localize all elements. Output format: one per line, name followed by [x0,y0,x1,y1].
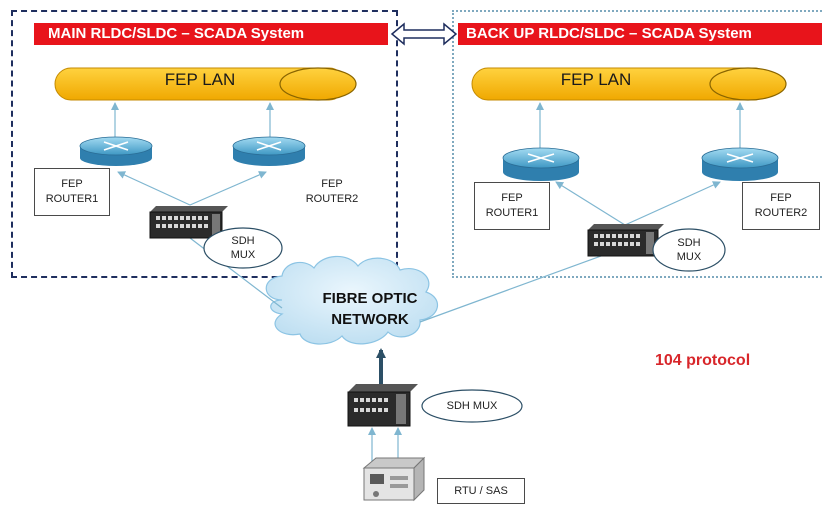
backup-site-title: BACK UP RLDC/SLDC – SCADA System [458,23,822,45]
fibre-optic-network-label-line2: NETWORK [331,311,409,328]
backup-router1-label: FEP ROUTER1 [474,182,550,230]
main-site-boundary [11,10,398,278]
site-sync-arrow [390,22,458,46]
backup-mux-label-line2: MUX [676,251,702,263]
backup-mux-label-line1: SDH [677,237,701,249]
rtu-mux-links [368,427,402,462]
backup-router2-label-line1: FEP [770,192,792,204]
main-fep-lan [54,67,357,101]
backup-site-boundary [452,10,822,278]
router-lan-links [111,102,744,150]
protocol-label: 104 protocol [655,352,751,369]
fibre-optic-network-label-line1: FIBRE OPTIC [322,290,418,307]
backup-fep-lan [471,67,787,101]
main-router1-label-line2: ROUTER1 [45,193,99,205]
main-mux-label-line1: SDH [231,235,255,247]
main-router1-label: FEP ROUTER1 [34,168,110,216]
main-mux-label-oval [203,227,283,269]
rtu-device-icon [362,456,426,502]
rtu-sas-label: RTU / SAS [437,478,525,504]
backup-router2-icon [701,147,779,181]
main-router1-icon [79,136,153,166]
mux-router-links [117,171,721,226]
fibre-optic-network-label: FIBRE OPTIC NETWORK [290,288,450,330]
backup-mux-label-oval [652,228,726,272]
backup-router1-label-line2: ROUTER1 [485,207,539,219]
main-fep-lan-label: FEP LAN [164,70,236,89]
main-sdh-mux-icon [149,206,228,239]
backup-router2-label-line2: ROUTER2 [754,207,808,219]
main-router2-label: FEP ROUTER2 [292,168,372,216]
remote-mux-label-oval [421,389,523,423]
main-router2-label-line2: ROUTER2 [305,193,359,205]
backup-mux-label: SDH MUX [660,236,718,264]
main-router2-icon [232,136,306,166]
main-router2-label-line1: FEP [321,178,343,190]
backup-router2-label: FEP ROUTER2 [742,182,820,230]
main-router1-label-line1: FEP [61,178,83,190]
main-mux-label: SDH MUX [214,234,272,262]
remote-mux-label: SDH MUX [446,400,498,412]
main-site-title: MAIN RLDC/SLDC – SCADA System [34,23,388,45]
remote-sdh-mux-icon [347,384,418,427]
backup-fep-lan-label: FEP LAN [560,70,632,89]
backup-router1-icon [502,147,580,181]
backup-sdh-mux-icon [587,224,664,257]
main-mux-label-line2: MUX [230,249,256,261]
backup-router1-label-line1: FEP [501,192,523,204]
fibre-optic-cloud-icon [265,255,438,345]
